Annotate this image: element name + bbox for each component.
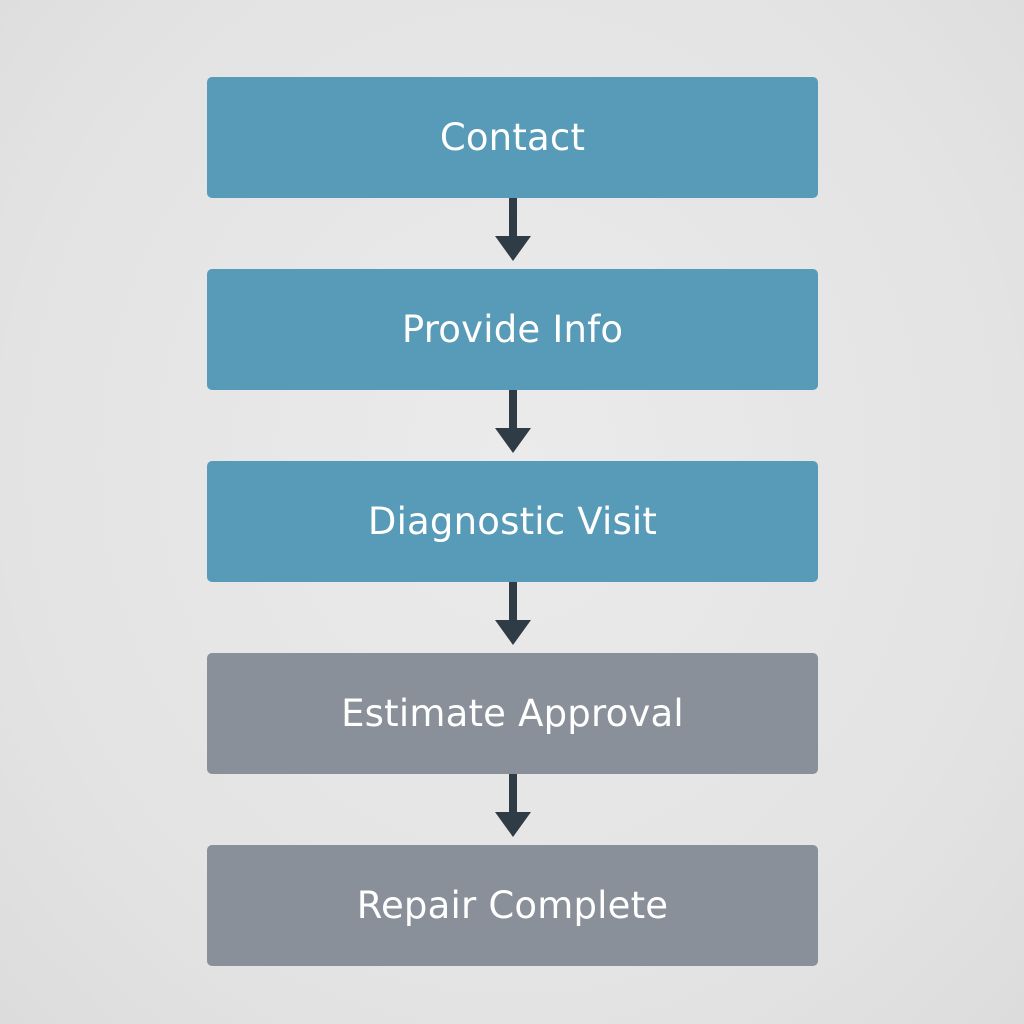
step-label: Repair Complete (356, 884, 669, 927)
step-label: Diagnostic Visit (367, 500, 658, 543)
down-arrow-icon (493, 198, 533, 269)
step-label: Estimate Approval (341, 692, 684, 735)
down-arrow-icon (493, 582, 533, 653)
step-label: Provide Info (401, 308, 624, 351)
step-label: Contact (439, 116, 586, 159)
down-arrow-icon (493, 774, 533, 845)
step-estimate-approval: Estimate Approval (207, 653, 818, 774)
step-contact: Contact (207, 77, 818, 198)
step-provide-info: Provide Info (207, 269, 818, 390)
step-repair-complete: Repair Complete (207, 845, 818, 966)
down-arrow-icon (493, 390, 533, 461)
flowchart: Contact Provide Info Diagnostic Visit (207, 77, 818, 966)
step-diagnostic-visit: Diagnostic Visit (207, 461, 818, 582)
